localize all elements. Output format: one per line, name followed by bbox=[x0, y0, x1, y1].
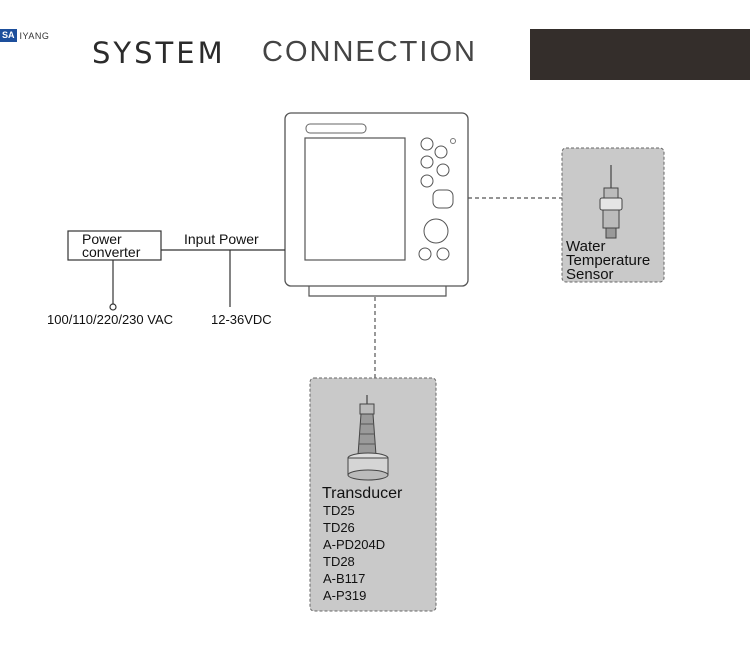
water-sensor-panel bbox=[561, 147, 665, 283]
power-converter-label: Power converter bbox=[82, 231, 141, 260]
water-sensor-label: Water Temperature Sensor bbox=[566, 238, 651, 283]
transducer-model: TD25 bbox=[323, 503, 355, 518]
logo-mark: SA bbox=[0, 29, 17, 42]
dc-voltage-label: 12-36VDC bbox=[211, 312, 272, 327]
water-sensor-line1: Water bbox=[566, 238, 606, 255]
transducer-model: A-PD204D bbox=[323, 537, 386, 552]
transducer-model: TD28 bbox=[323, 554, 355, 569]
water-sensor-line2: Temperature bbox=[566, 252, 651, 269]
water-sensor-line3: Sensor bbox=[566, 266, 614, 283]
logo-text: IYANG bbox=[19, 30, 50, 41]
header-dark-bar bbox=[530, 29, 750, 80]
transducer-model: A-P319 bbox=[323, 588, 367, 603]
transducer-model: A-B117 bbox=[323, 571, 366, 586]
input-power-label: Input Power bbox=[184, 231, 259, 247]
brand-logo: SA IYANG bbox=[0, 29, 49, 42]
title-connection: CONNECTION bbox=[262, 36, 477, 68]
ac-voltage-label: 100/110/220/230 VAC bbox=[47, 312, 174, 327]
title-system: SYSTEM bbox=[92, 36, 226, 70]
transducer-model-list: TD25 TD26 A-PD204D TD28 A-B117 A-P319 bbox=[323, 502, 385, 604]
power-wiring bbox=[67, 230, 285, 311]
transducer-title: Transducer bbox=[322, 485, 403, 502]
transducer-model: TD26 bbox=[323, 520, 355, 535]
fishfinder-unit bbox=[284, 112, 469, 297]
transducer-panel bbox=[309, 377, 437, 612]
power-converter-line2: converter bbox=[82, 244, 141, 260]
power-converter-line1: Power bbox=[82, 231, 122, 247]
